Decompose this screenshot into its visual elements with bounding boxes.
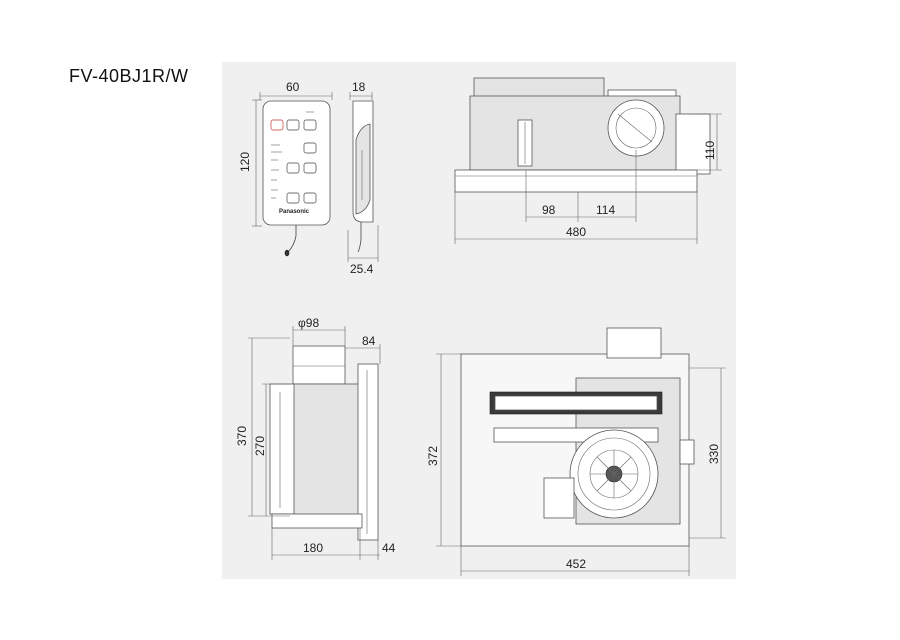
remote-brand-logo: Panasonic	[279, 209, 310, 215]
dim-front-98: 98	[542, 203, 556, 217]
unit-front-view: 98 114 480 110	[454, 77, 722, 244]
unit-top-housing	[473, 77, 605, 99]
remote-button-dry2	[286, 192, 300, 204]
dim-front-114: 114	[596, 203, 615, 217]
dim-side-180: 180	[303, 541, 323, 555]
dim-side-84: 84	[362, 334, 376, 348]
dim-remote-height: 120	[238, 152, 252, 172]
remote-cord	[287, 225, 297, 253]
bottom-duct	[606, 327, 662, 359]
dim-remote-width: 60	[286, 80, 300, 94]
duct-outlet	[607, 99, 665, 157]
dim-side-270: 270	[253, 436, 267, 456]
dim-side-duct: φ98	[298, 316, 319, 330]
dim-front-110: 110	[703, 141, 717, 160]
remote-button-dry	[303, 162, 317, 174]
model-title: FV-40BJ1R/W	[69, 66, 189, 86]
unit-bottom-view: 372 330 452	[426, 327, 726, 576]
remote-button-stop	[270, 119, 284, 131]
unit-side-view: φ98 84 370 270 180 44	[235, 316, 396, 560]
remote-front-view: 60 120 Panasonic	[238, 80, 333, 257]
remote-button-vent	[286, 162, 300, 174]
dim-bottom-372: 372	[426, 446, 440, 466]
unit-ceiling-panel	[454, 169, 698, 193]
remote-side-view: 18 25.4	[347, 80, 379, 276]
remote-button-cool	[303, 142, 317, 154]
dim-remote-depth-total: 25.4	[350, 262, 374, 276]
dim-bottom-452: 452	[566, 557, 586, 571]
dim-side-370: 370	[235, 426, 249, 446]
dim-remote-depth: 18	[352, 80, 366, 94]
dim-side-44: 44	[382, 541, 396, 555]
remote-button-heat	[303, 119, 317, 131]
dim-bottom-330: 330	[707, 444, 721, 464]
remote-button-fan	[286, 119, 300, 131]
remote-button-extra	[303, 192, 317, 204]
side-housing	[292, 383, 364, 517]
side-duct	[292, 345, 346, 385]
dim-front-480: 480	[566, 225, 586, 239]
